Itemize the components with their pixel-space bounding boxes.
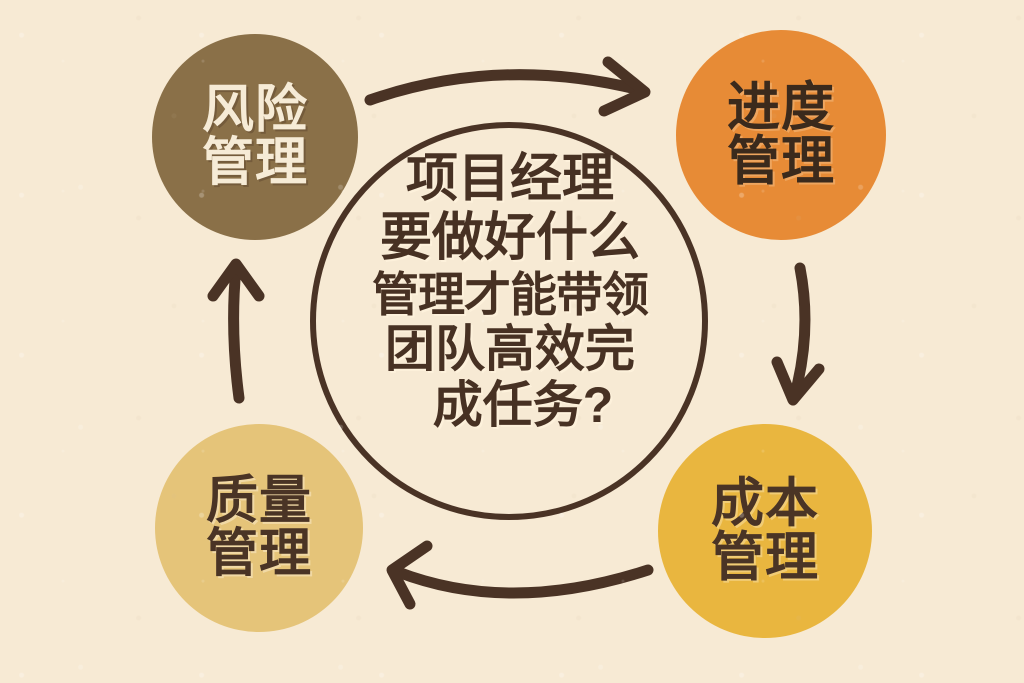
node-cost-line1: 成本 xyxy=(711,473,819,533)
arrow-cost-to-quality xyxy=(386,540,654,610)
node-schedule-line2: 管理 xyxy=(727,132,835,191)
center-ring xyxy=(310,122,708,520)
arrow-risk-to-schedule xyxy=(364,56,651,117)
central-question-line-3: 管理才能带领 xyxy=(372,267,649,321)
node-quality-line1: 质量 xyxy=(205,471,312,530)
node-risk-line2: 管理 xyxy=(201,134,308,192)
arrow-quality-to-risk xyxy=(207,258,265,404)
central-question-line-5: 成任务? xyxy=(432,377,614,434)
central-question-line-1: 项目经理 xyxy=(405,150,614,208)
arrow-schedule-to-cost xyxy=(771,262,825,406)
node-risk-line1: 风险 xyxy=(201,80,308,139)
node-cost-management[interactable]: 成本 管理 xyxy=(658,424,872,638)
central-question-line-4: 团队高效完 xyxy=(385,320,635,377)
node-schedule-management[interactable]: 进度 管理 xyxy=(676,30,886,240)
node-schedule-line1: 进度 xyxy=(727,77,835,137)
node-risk-management[interactable]: 风险 管理 xyxy=(152,34,358,240)
node-quality-management[interactable]: 质量 管理 xyxy=(155,424,363,632)
node-quality-line2: 管理 xyxy=(205,525,312,583)
central-question-line-2: 要做好什么 xyxy=(379,208,640,267)
central-question: 项目经理 要做好什么 管理才能带领 团队高效完 成任务? xyxy=(313,150,707,510)
node-cost-line2: 管理 xyxy=(711,528,819,587)
